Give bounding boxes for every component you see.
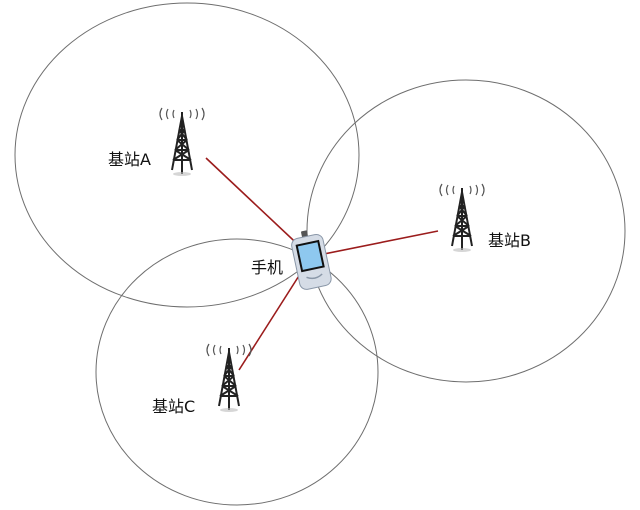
station-b-label: 基站B: [488, 231, 531, 250]
coverage-circle-c: [95, 238, 379, 506]
signal-line-a: [205, 157, 309, 255]
station-c-label: 基站C: [152, 397, 196, 416]
phone-label: 手机: [251, 258, 284, 277]
coverage-circle-b: [306, 79, 626, 383]
signal-line-b: [313, 230, 439, 259]
station-a-label: 基站A: [108, 150, 151, 169]
phone-icon: [291, 230, 332, 290]
tower-icon-a: [159, 107, 205, 177]
coverage-circle-a: [14, 2, 360, 308]
coverage-circles: [14, 2, 626, 506]
tower-icon-b: [439, 183, 485, 253]
tower-icon-c: [206, 343, 252, 413]
